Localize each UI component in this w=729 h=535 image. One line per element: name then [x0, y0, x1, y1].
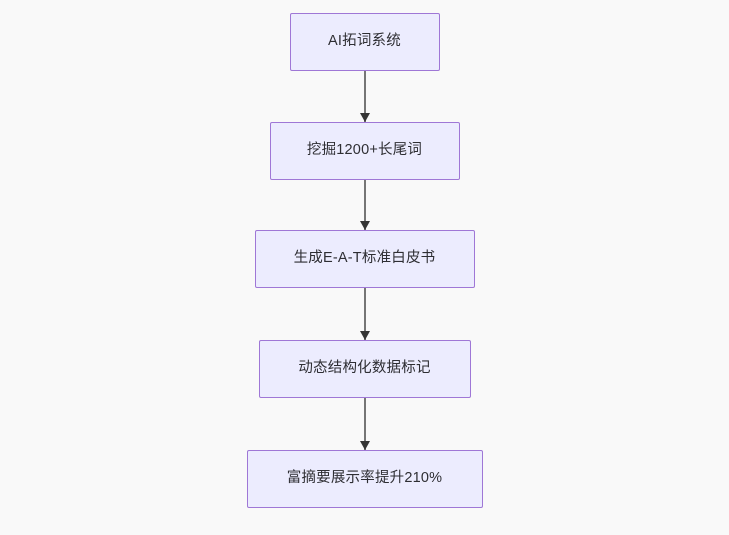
flow-node-label: 动态结构化数据标记	[298, 360, 431, 377]
edge-line	[363, 398, 366, 450]
flow-node-label: 生成E-A-T标准白皮书	[293, 250, 436, 267]
edge-line	[363, 180, 366, 230]
flow-node-ai-keyword-system[interactable]: AI拓词系统	[289, 13, 440, 71]
arrow-down-icon	[359, 331, 370, 340]
flow-edge-node2-to-node3	[356, 288, 374, 340]
flow-node-label: AI拓词系统	[328, 33, 401, 50]
flow-node-rich-snippet-result[interactable]: 富摘要展示率提升210%	[246, 450, 483, 508]
flow-node-label: 富摘要展示率提升210%	[286, 470, 443, 487]
flow-node-structured-data-markup[interactable]: 动态结构化数据标记	[258, 340, 471, 398]
arrow-down-icon	[359, 113, 370, 122]
arrow-down-icon	[359, 221, 370, 230]
edge-line	[363, 288, 366, 340]
flow-edge-node0-to-node1	[356, 71, 374, 122]
flow-node-longtail-keywords[interactable]: 挖掘1200+长尾词	[269, 122, 460, 180]
arrow-down-icon	[359, 441, 370, 450]
flow-edge-node1-to-node2	[356, 180, 374, 230]
flow-node-eat-whitepaper[interactable]: 生成E-A-T标准白皮书	[254, 230, 475, 288]
edge-line	[363, 71, 366, 122]
flow-node-label: 挖掘1200+长尾词	[306, 142, 423, 159]
flow-edge-node3-to-node4	[356, 398, 374, 450]
